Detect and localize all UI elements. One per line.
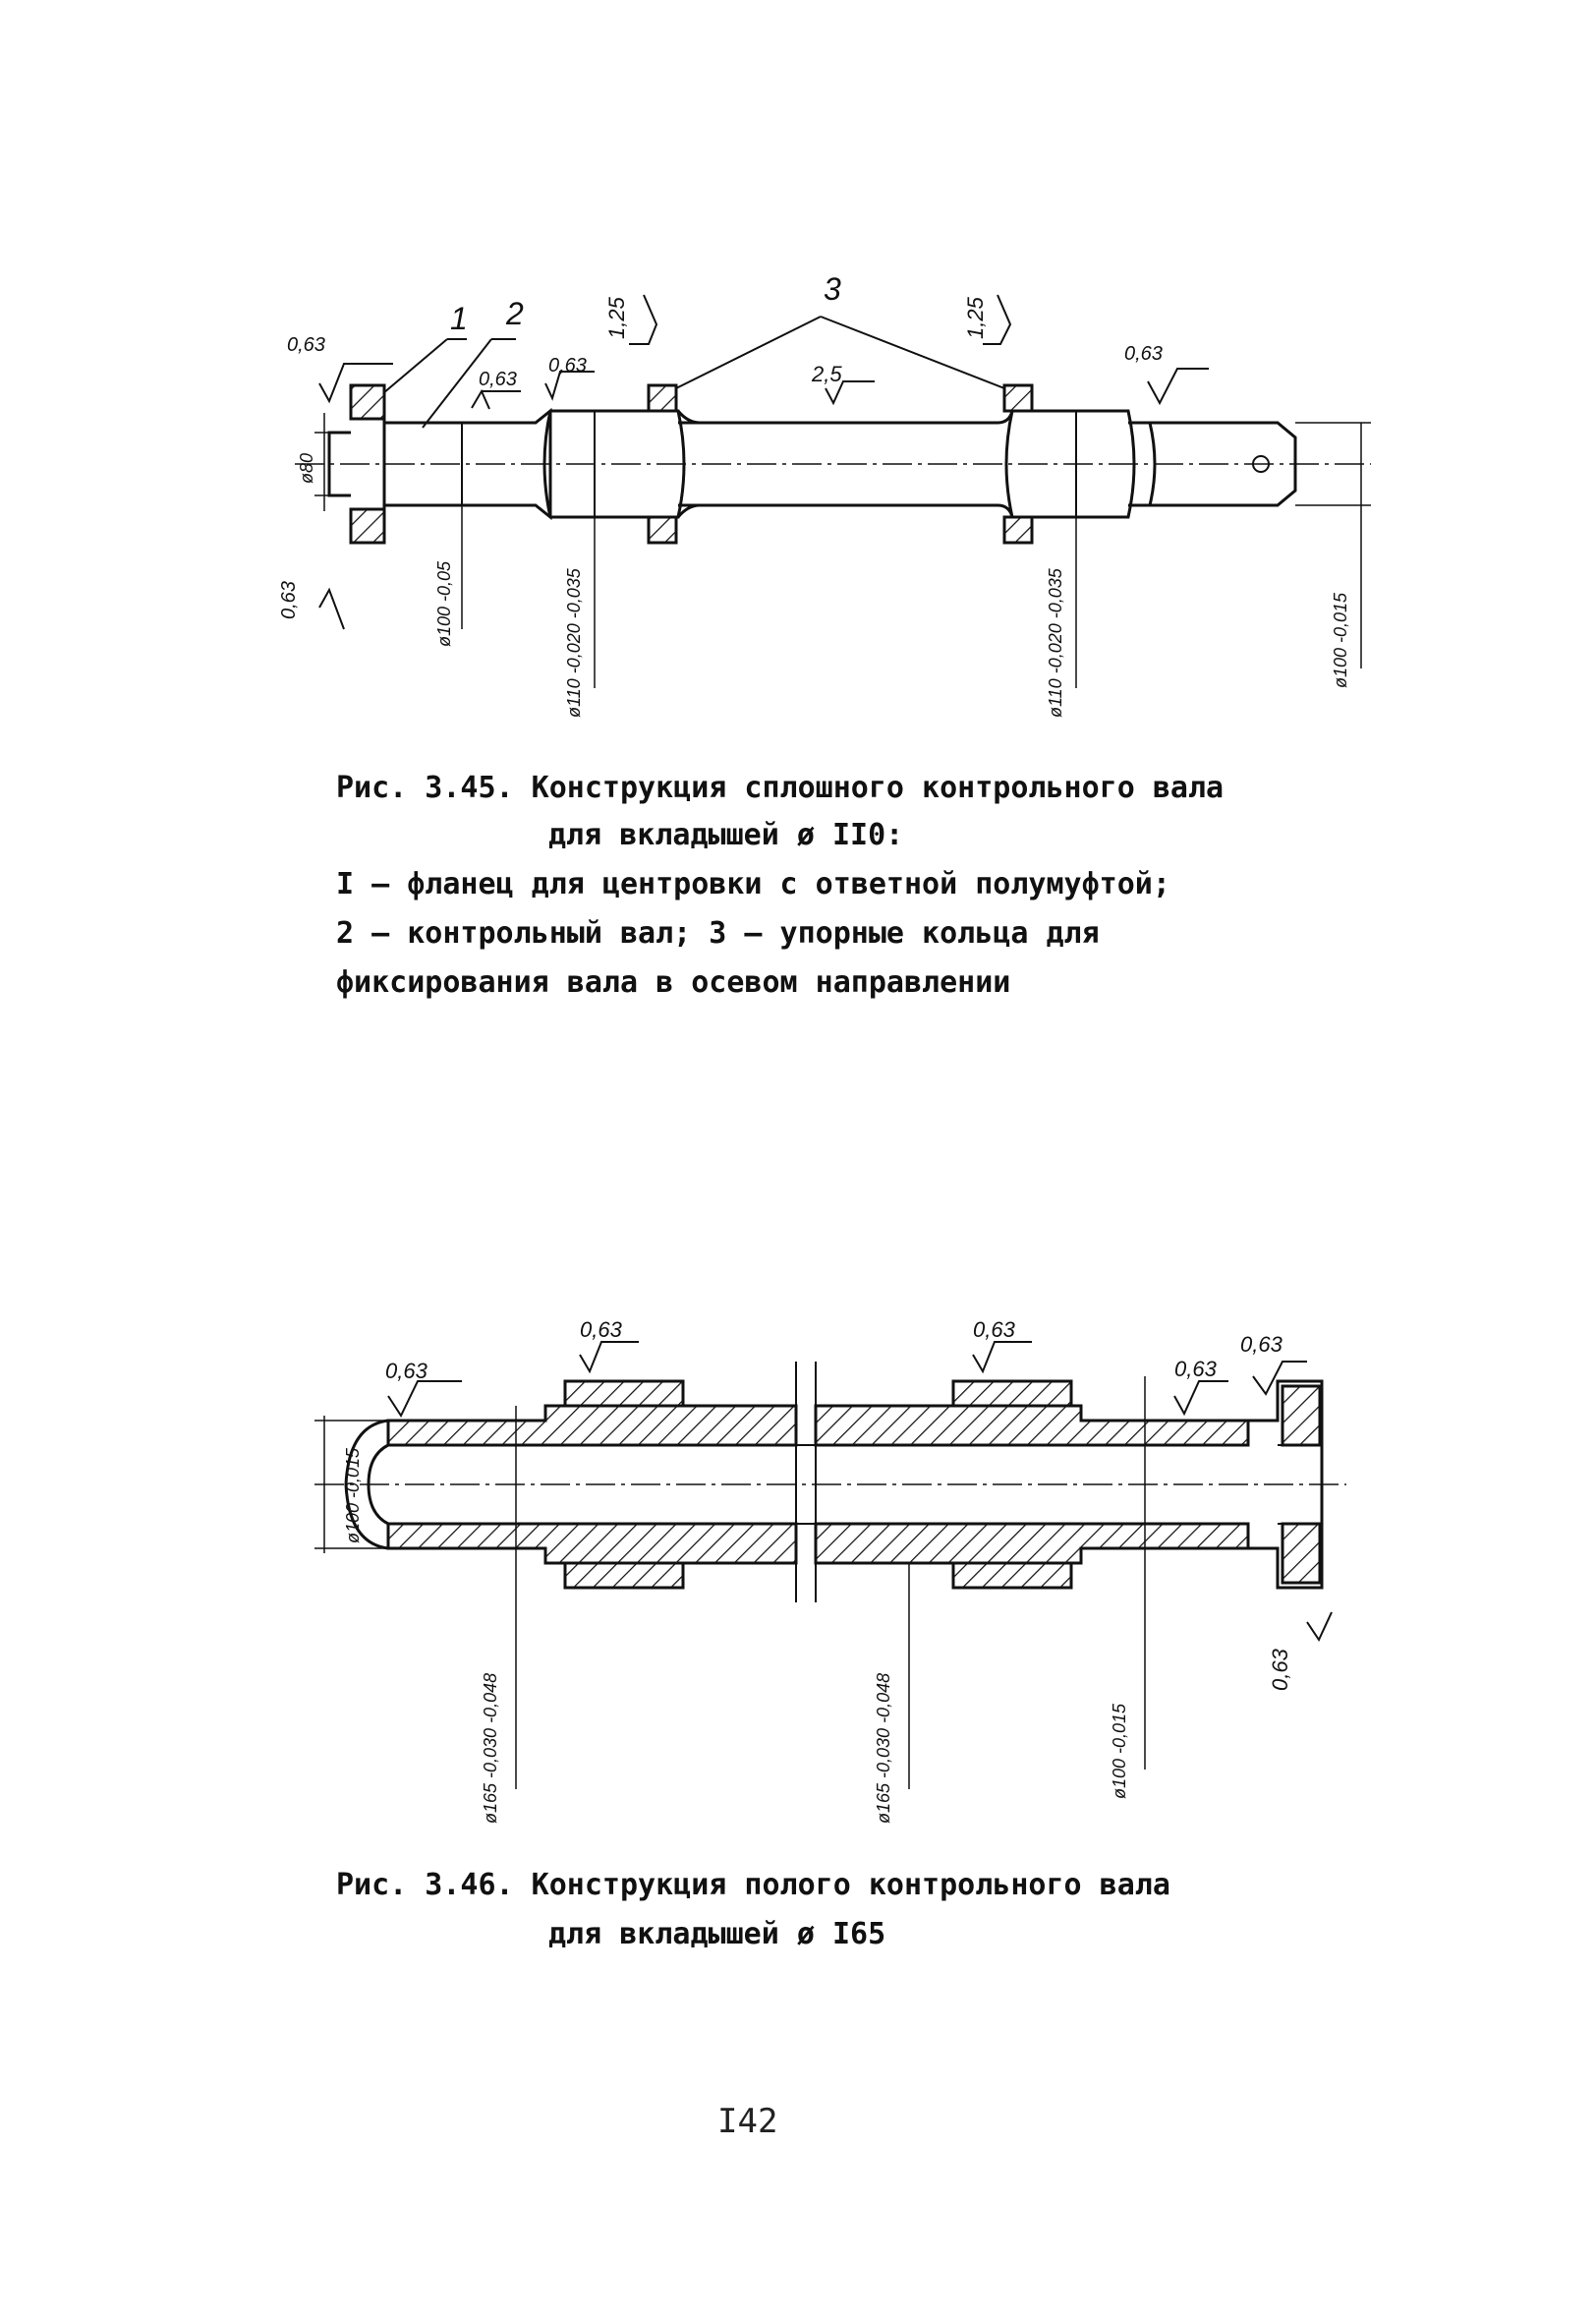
roughness-label: 0,63 (278, 581, 300, 619)
figure-caption-3-45-line-2: для вкладышей ø II0: (548, 818, 904, 852)
figure-caption-3-46-line-2: для вкладышей ø I65 (548, 1917, 886, 1951)
diameter-label: ø100 -0,015 (1110, 1703, 1129, 1799)
roughness-label: 1,25 (963, 296, 988, 339)
roughness-label: 0,63 (548, 355, 587, 377)
part-label-2: 2 (505, 296, 524, 331)
diameter-label: ø110 -0,020 -0,035 (1046, 567, 1065, 718)
roughness-label: 0,63 (973, 1317, 1016, 1342)
roughness-label: 0,63 (580, 1317, 623, 1342)
roughness-label: 0,63 (385, 1359, 428, 1383)
roughness-label: 0,63 (1174, 1357, 1218, 1381)
diameter-label: ø100 -0,015 (343, 1447, 363, 1543)
figure-3-46-labels: 0,63 0,63 0,63 0,63 0,63 0,63 ø100 -0,01… (343, 1317, 1292, 1824)
figure-3-46-drawing (314, 1341, 1346, 1789)
roughness-label: 0,63 (479, 369, 517, 390)
figure-3-45-labels: 1 2 3 0,63 0,63 0,63 0,63 0,63 1,25 1,25… (278, 271, 1350, 718)
figure-caption-3-46-line-1: Рис. 3.46. Конструкция полого контрольно… (336, 1868, 1170, 1902)
figure-caption-3-45-line-3: I – фланец для центровки с ответной полу… (336, 867, 1170, 901)
figure-caption-3-45-line-1: Рис. 3.45. Конструкция сплошного контрол… (336, 771, 1225, 805)
roughness-label: 0,63 (1240, 1332, 1283, 1357)
roughness-label: 0,63 (287, 334, 325, 356)
roughness-label: 2,5 (811, 362, 842, 386)
diameter-label: ø100 -0,015 (1331, 592, 1350, 688)
figure-caption-3-45-line-4: 2 – контрольный вал; 3 – упорные кольца … (336, 916, 1100, 951)
figure-caption-3-45-line-5: фиксирования вала в осевом направлении (336, 965, 1011, 1000)
diameter-label: ø165 -0,030 -0,048 (481, 1673, 500, 1824)
diameter-label: ø165 -0,030 -0,048 (874, 1673, 893, 1824)
roughness-label: 0,63 (1268, 1648, 1292, 1691)
diameter-label: ø110 -0,020 -0,035 (564, 567, 584, 718)
figure-3-45-drawing (295, 294, 1371, 688)
roughness-label: 0,63 (1124, 343, 1163, 365)
part-label-1: 1 (450, 301, 468, 336)
diameter-label: ø100 -0,05 (434, 560, 454, 647)
part-label-3: 3 (824, 271, 841, 307)
page-number: I42 (717, 2102, 778, 2141)
roughness-label: 1,25 (604, 296, 629, 339)
diameter-label: ø80 (297, 453, 316, 484)
